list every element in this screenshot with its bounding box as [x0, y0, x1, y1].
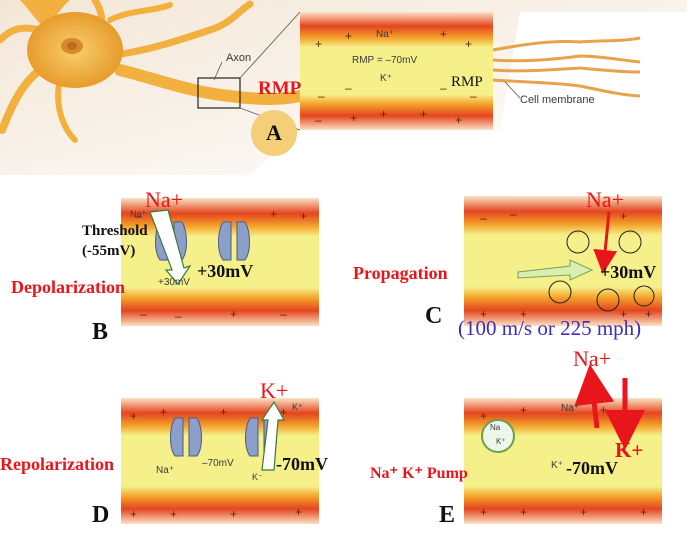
- svg-text:+: +: [520, 403, 527, 417]
- svg-text:+: +: [130, 409, 137, 423]
- svg-text:+: +: [160, 405, 167, 419]
- panel-a-k: K⁺: [380, 73, 392, 84]
- panel-b-na-label: Na+: [145, 187, 184, 212]
- svg-text:+: +: [440, 27, 447, 41]
- panel-b-letter: B: [92, 319, 109, 345]
- svg-text:+: +: [480, 409, 487, 423]
- panel-d-na-small: Na⁺: [156, 465, 175, 476]
- pump-label: Na⁺ K⁺ Pump: [370, 465, 468, 482]
- panel-d-k-label: K+: [260, 378, 289, 403]
- panel-d-voltage: -70mV: [276, 454, 328, 474]
- svg-text:–: –: [345, 81, 352, 95]
- panel-e-na-small: Na⁺: [561, 403, 580, 414]
- svg-text:+: +: [520, 307, 527, 321]
- svg-text:+: +: [270, 207, 277, 221]
- svg-text:–: –: [440, 81, 447, 95]
- panel-e-k-small: K⁺: [551, 460, 563, 471]
- panel-c-letter: C: [425, 303, 443, 329]
- speed-note: (100 m/s or 225 mph): [458, 316, 642, 340]
- panel-a-rmp-label: RMP: [451, 74, 483, 90]
- svg-text:+: +: [620, 209, 627, 223]
- membrane-panel-d: [121, 398, 319, 524]
- svg-text:+: +: [315, 37, 322, 51]
- svg-text:+: +: [580, 505, 587, 519]
- propagation-label: Propagation: [353, 263, 448, 283]
- svg-text:–: –: [140, 307, 147, 321]
- panel-e-letter: E: [439, 502, 456, 528]
- pump-k-label: K⁺: [496, 437, 506, 446]
- panel-b-voltage-small: +30mV: [158, 277, 190, 288]
- cell-membrane-label: Cell membrane: [520, 94, 595, 106]
- svg-text:–: –: [470, 89, 477, 103]
- charge-signs: ++++ –––– –++++ –++ ––+– ––+ ++++ ++++ +…: [130, 27, 652, 521]
- svg-text:+: +: [300, 209, 307, 223]
- svg-text:–: –: [318, 89, 325, 103]
- rmp-red-label: RMP: [258, 78, 302, 99]
- panel-a-rmp-value: RMP = –70mV: [352, 55, 418, 66]
- pump-na-label: Na: [490, 423, 501, 432]
- panel-a-na: Na⁺: [376, 29, 395, 40]
- panel-e-voltage: -70mV: [566, 458, 618, 478]
- svg-text:–: –: [280, 307, 287, 321]
- threshold-label: Threshold: [82, 223, 148, 239]
- svg-text:+: +: [295, 505, 302, 519]
- panel-c-voltage: +30mV: [600, 262, 657, 282]
- membrane-panel-a: [300, 12, 641, 130]
- neuron-illustration: [0, 0, 306, 143]
- svg-text:+: +: [170, 507, 177, 521]
- svg-text:+: +: [220, 405, 227, 419]
- panel-e-k-label: K+: [615, 438, 644, 462]
- svg-text:+: +: [465, 37, 472, 51]
- repolarization-label: Repolarization: [0, 454, 114, 474]
- svg-text:+: +: [520, 505, 527, 519]
- axon-label: Axon: [226, 52, 252, 64]
- panel-d-k-small-bottom: K⁻: [252, 472, 263, 482]
- panel-d-letter: D: [92, 502, 110, 528]
- membrane-panel-c: [464, 196, 662, 326]
- axon-zoom-box: [197, 77, 241, 109]
- svg-text:+: +: [420, 107, 427, 121]
- zoom-line-top: [239, 11, 301, 79]
- svg-text:+: +: [130, 507, 137, 521]
- axon-leader: [213, 61, 223, 81]
- svg-text:+: +: [455, 113, 462, 127]
- svg-text:+: +: [620, 307, 627, 321]
- panel-a-letter: A: [266, 120, 282, 145]
- svg-text:–: –: [135, 209, 142, 223]
- ion-arrows: [149, 209, 655, 471]
- panel-d-k-small-top: K⁺: [292, 402, 303, 412]
- svg-text:+: +: [380, 107, 387, 121]
- svg-text:+: +: [230, 507, 237, 521]
- panel-c-na-label: Na+: [586, 187, 625, 212]
- panel-b-na-small: Na⁺: [130, 209, 147, 219]
- panel-b-voltage: +30mV: [197, 261, 254, 281]
- svg-text:+: +: [480, 505, 487, 519]
- threshold-value: (-55mV): [82, 243, 136, 259]
- svg-text:+: +: [350, 111, 357, 125]
- svg-text:+: +: [230, 307, 237, 321]
- svg-text:–: –: [510, 207, 517, 221]
- svg-text:–: –: [315, 113, 322, 127]
- svg-text:+: +: [640, 505, 647, 519]
- svg-text:+: +: [600, 403, 607, 417]
- svg-text:–: –: [480, 211, 487, 225]
- svg-text:–: –: [175, 309, 182, 323]
- panel-a-badge: A: [251, 110, 297, 156]
- depolarization-label: Depolarization: [11, 277, 125, 297]
- svg-text:+: +: [645, 307, 652, 321]
- svg-text:+: +: [480, 307, 487, 321]
- svg-text:+: +: [280, 405, 287, 419]
- svg-text:+: +: [345, 29, 352, 43]
- panel-e-na-label: Na+: [573, 346, 612, 371]
- panel-d-voltage-small: –70mV: [202, 458, 234, 469]
